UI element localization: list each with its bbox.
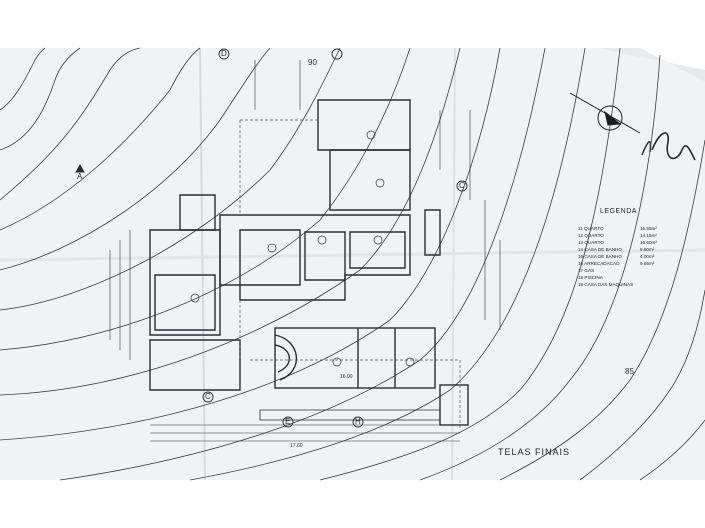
legend-row: 13 QUARTO 16.60m² xyxy=(578,240,657,245)
paper-sheet xyxy=(0,48,705,480)
handwritten-signature xyxy=(651,132,696,161)
pool xyxy=(259,327,469,426)
legend-label: 16 ARRECADACAO xyxy=(578,261,620,266)
section-marker-label: H xyxy=(355,417,361,426)
legend-title: LEGENDA xyxy=(600,208,637,215)
legend-row: 19 CASA DAS MAQUINAS xyxy=(578,282,633,287)
north-arrow xyxy=(569,92,641,134)
floor-plan-walls xyxy=(149,99,441,391)
legend-row: 14 CASA DE BANHO 5.60m² xyxy=(578,247,654,252)
legend-row: 11 QUARTO 16.55m² xyxy=(578,226,657,231)
terrace-outline xyxy=(239,119,461,430)
section-marker-label: A xyxy=(77,172,83,181)
contour-label: 90 xyxy=(308,58,317,67)
legend-label: 11 QUARTO xyxy=(578,226,604,231)
pool-length-dimension: 16.00 xyxy=(340,374,353,380)
section-marker-label: E xyxy=(285,417,291,426)
legend-row: 18 PISCINA xyxy=(578,275,603,280)
legend-label: 14 CASA DE BANHO xyxy=(578,247,622,252)
contour-label: 85 xyxy=(625,367,634,376)
legend-area: 5.60m² xyxy=(640,247,655,252)
legend-area: 16.60m² xyxy=(640,240,657,245)
section-marker-label: C xyxy=(459,181,465,190)
legend-area: 4.00m² xyxy=(640,254,655,259)
legend-label: 18 PISCINA xyxy=(578,275,603,280)
terrain-contours xyxy=(0,47,705,481)
section-marker-label: C xyxy=(205,392,211,401)
legend-row: 16 ARRECADACAO 9.65m² xyxy=(578,261,654,266)
legend-label: 13 QUARTO xyxy=(578,240,604,245)
legend-row: 15 CASA DE BANHO 4.00m² xyxy=(578,254,654,259)
legend-row: 12 QUARTO 14.15m² xyxy=(578,233,657,238)
dimension-lines xyxy=(109,60,501,442)
legend-label: 17 GAS xyxy=(578,268,595,273)
section-marker-label: D xyxy=(221,49,227,58)
legend-label: 15 CASA DE BANHO xyxy=(578,254,622,259)
total-dimension: 17.60 xyxy=(290,443,303,449)
legend-row: 17 GAS xyxy=(578,268,594,273)
legend-area: 9.65m² xyxy=(640,261,655,266)
title-block: TELAS FINAIS xyxy=(498,447,571,457)
legend-label: 19 CASA DAS MAQUINAS xyxy=(578,282,634,287)
section-markers xyxy=(75,48,468,428)
legend-label: 12 QUARTO xyxy=(578,233,604,238)
legend-area: 14.15m² xyxy=(640,233,657,238)
legend-area: 16.55m² xyxy=(640,226,657,231)
